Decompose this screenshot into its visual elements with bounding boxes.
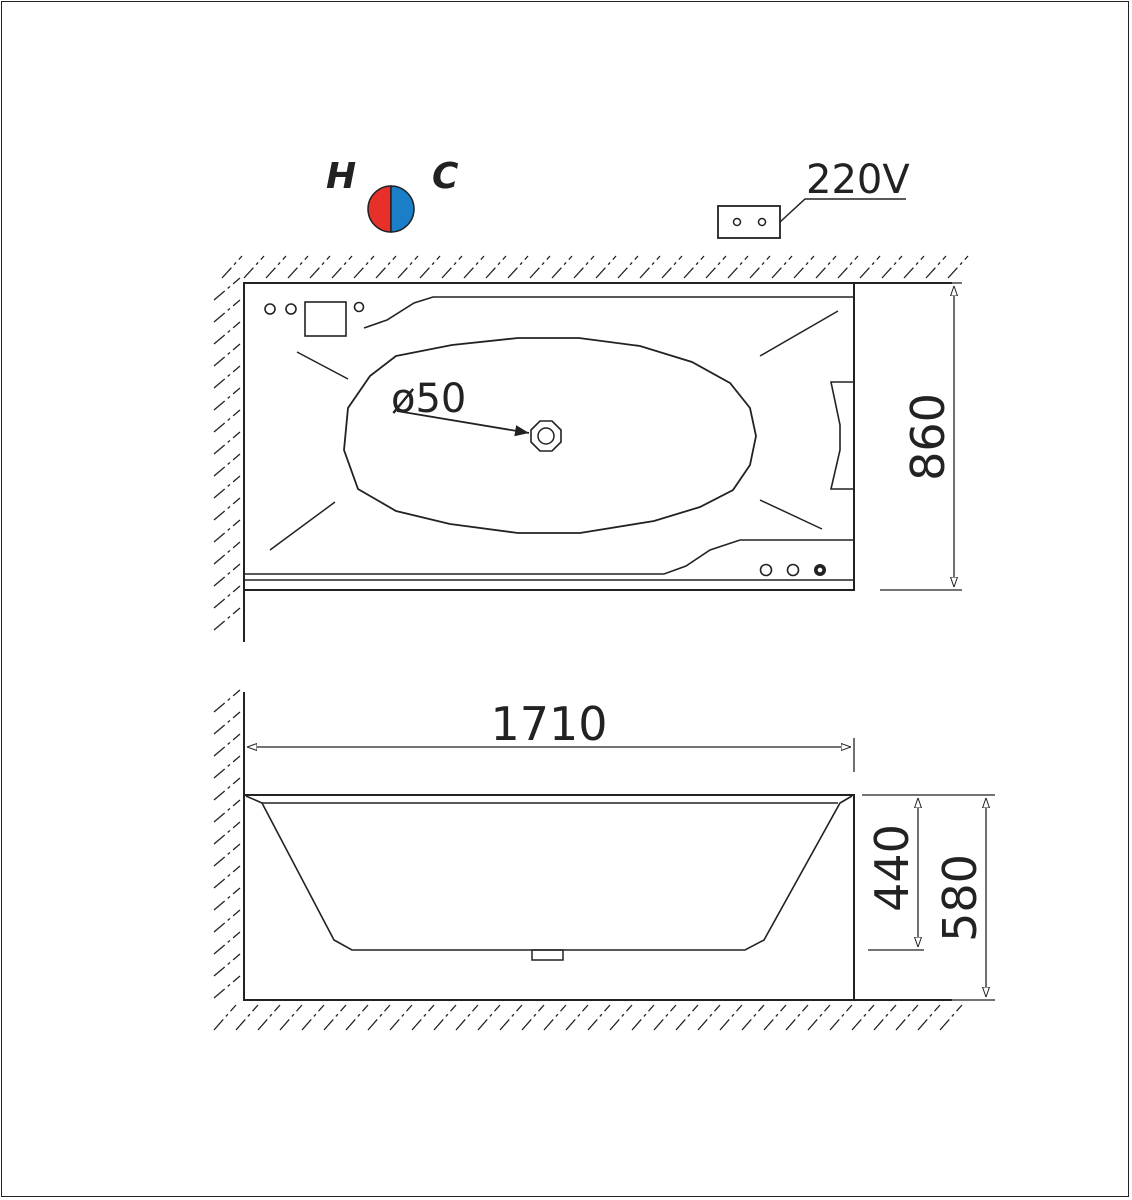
jet-buttons-icon	[759, 563, 826, 577]
depth-dimension: 860	[856, 282, 962, 591]
length-dimension: 1710	[247, 697, 855, 772]
depth-dimension-label: 860	[901, 393, 955, 481]
total-height-dimension: 580	[858, 798, 995, 1001]
control-panel-icon	[264, 301, 365, 337]
drain-outlet-icon	[531, 949, 564, 961]
wall-hatching-plan	[213, 255, 969, 631]
tub-outline-plan	[243, 282, 855, 591]
cold-label: C	[432, 156, 459, 197]
inner-height-label: 440	[865, 824, 919, 912]
headrest	[829, 381, 854, 490]
wall-hatching-top	[243, 282, 952, 642]
inner-height-dimension: 440	[862, 794, 995, 951]
hot-label: H	[326, 156, 356, 197]
drain-icon	[530, 420, 562, 452]
power-socket-icon	[717, 198, 906, 239]
wall-hatching-elevation	[213, 689, 963, 1031]
plan-view: ø50 860	[213, 255, 969, 642]
length-dimension-label: 1710	[490, 697, 607, 751]
tub-basin	[343, 337, 757, 534]
power-label: 220V	[806, 157, 910, 203]
total-height-label: 580	[933, 854, 987, 942]
tub-outline-elevation	[243, 794, 855, 1001]
hot-cold-icon	[367, 185, 415, 233]
tub-basin-profile	[245, 795, 853, 951]
drain-diameter-label: ø50	[391, 376, 466, 422]
elevation-view: 1710 440 580	[213, 689, 995, 1031]
